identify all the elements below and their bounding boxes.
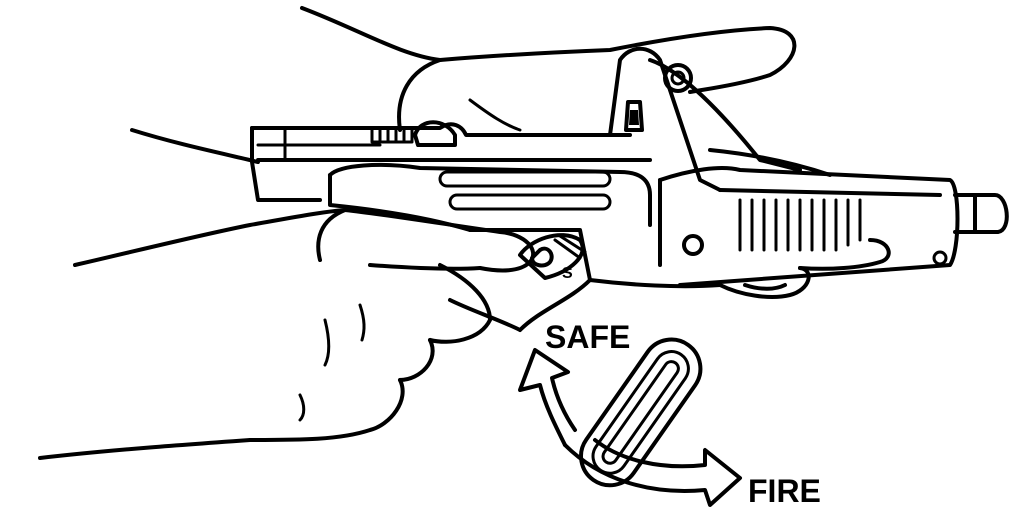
safe-arrow — [520, 350, 575, 445]
fire-label: FIRE — [748, 473, 821, 509]
support-hand — [132, 8, 830, 175]
firing-hand — [40, 210, 552, 458]
fire-arrow — [565, 440, 740, 505]
safe-label: SAFE — [545, 319, 630, 355]
support-fingers — [720, 240, 889, 297]
selector-letter-s: S — [562, 265, 573, 282]
receiver — [252, 49, 1007, 285]
